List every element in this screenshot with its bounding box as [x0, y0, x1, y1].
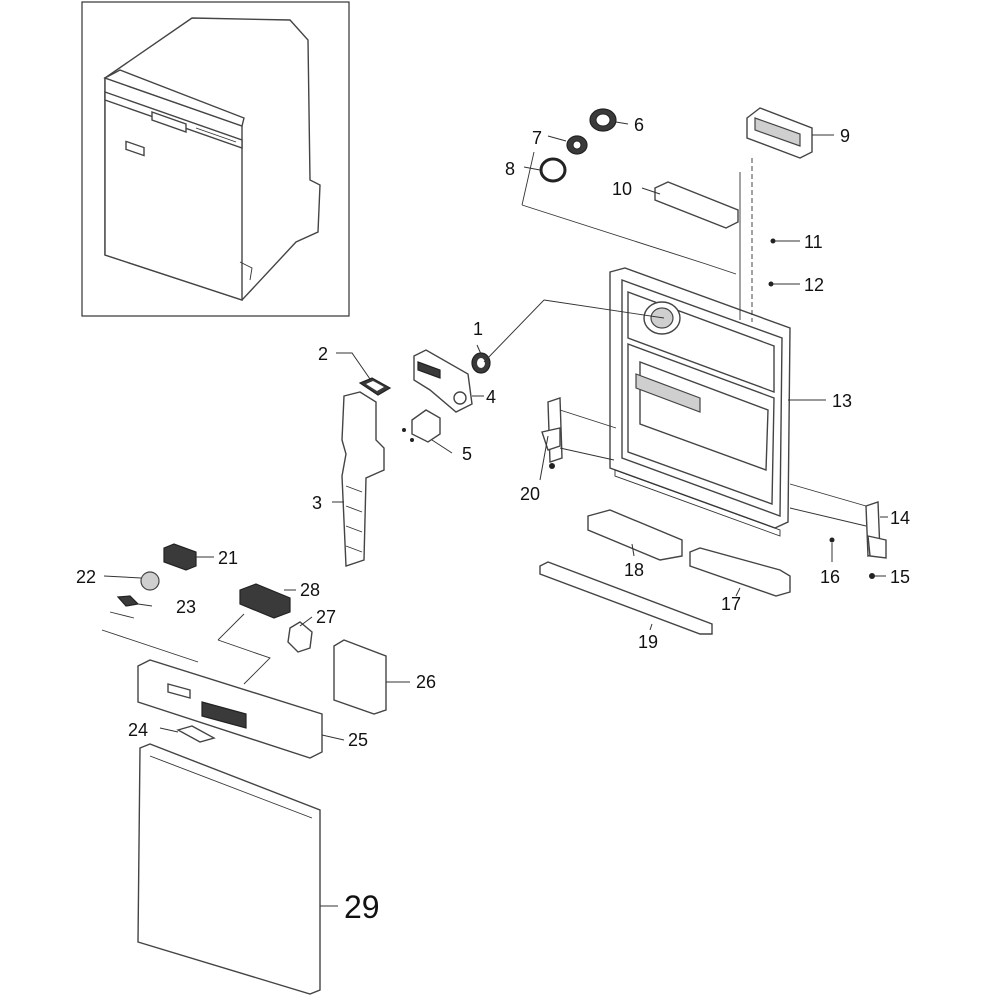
part-15: [869, 573, 875, 579]
callout-6: 6: [634, 115, 644, 135]
part-22: [140, 571, 160, 591]
callout-labels: 1 2 3 4 5 6 7 8 9 10 11 12 13 14 15 16 1…: [76, 115, 910, 925]
callout-11: 11: [804, 232, 823, 252]
part-9: [746, 107, 813, 159]
part-25: [137, 659, 323, 759]
callout-16: 16: [820, 567, 840, 587]
part-4: [413, 349, 473, 413]
callout-9: 9: [840, 126, 850, 146]
part-20: [541, 397, 563, 469]
part-19: [539, 561, 713, 635]
callout-14: 14: [890, 508, 910, 528]
assembly-guide-lines: [101, 151, 867, 685]
callout-27: 27: [316, 607, 336, 627]
callout-17: 17: [721, 594, 741, 614]
part-18: [587, 509, 683, 561]
part-27: [287, 621, 313, 653]
part-16: [829, 537, 835, 543]
overview-inset: [81, 1, 350, 317]
callout-15: 15: [890, 567, 910, 587]
part-26: [333, 639, 387, 715]
part-8: [539, 157, 567, 183]
callout-20: 20: [520, 484, 540, 504]
callout-29: 29: [344, 889, 380, 925]
part-2: [358, 377, 392, 396]
part-29: [137, 743, 321, 995]
part-13: [609, 267, 791, 537]
callout-25: 25: [348, 730, 368, 750]
callout-10: 10: [612, 179, 632, 199]
callout-26: 26: [416, 672, 436, 692]
callout-19: 19: [638, 632, 658, 652]
callout-24: 24: [128, 720, 148, 740]
part-21: [163, 543, 197, 571]
part-1: [471, 352, 491, 374]
part-23: [116, 595, 140, 607]
dishwasher-overview-illustration: [103, 17, 321, 301]
part-10: [654, 181, 739, 229]
part-14: [865, 501, 887, 559]
callout-leaders: [103, 121, 888, 907]
callout-18: 18: [624, 560, 644, 580]
callout-22: 22: [76, 567, 96, 587]
part-5: [402, 409, 441, 443]
callout-5: 5: [462, 444, 472, 464]
part-3: [341, 391, 385, 567]
part-11: [770, 238, 776, 244]
callout-8: 8: [505, 159, 515, 179]
callout-3: 3: [312, 493, 322, 513]
callout-2: 2: [318, 344, 328, 364]
callout-21: 21: [218, 548, 238, 568]
callout-1: 1: [473, 319, 483, 339]
part-17: [689, 547, 791, 597]
callout-13: 13: [832, 391, 852, 411]
callout-4: 4: [486, 387, 496, 407]
part-24: [176, 725, 216, 743]
part-7: [566, 135, 588, 155]
callout-12: 12: [804, 275, 824, 295]
callout-7: 7: [532, 128, 542, 148]
part-28: [239, 583, 291, 619]
part-12: [768, 281, 774, 287]
callout-28: 28: [300, 580, 320, 600]
part-6: [589, 108, 617, 132]
callout-23: 23: [176, 597, 196, 617]
